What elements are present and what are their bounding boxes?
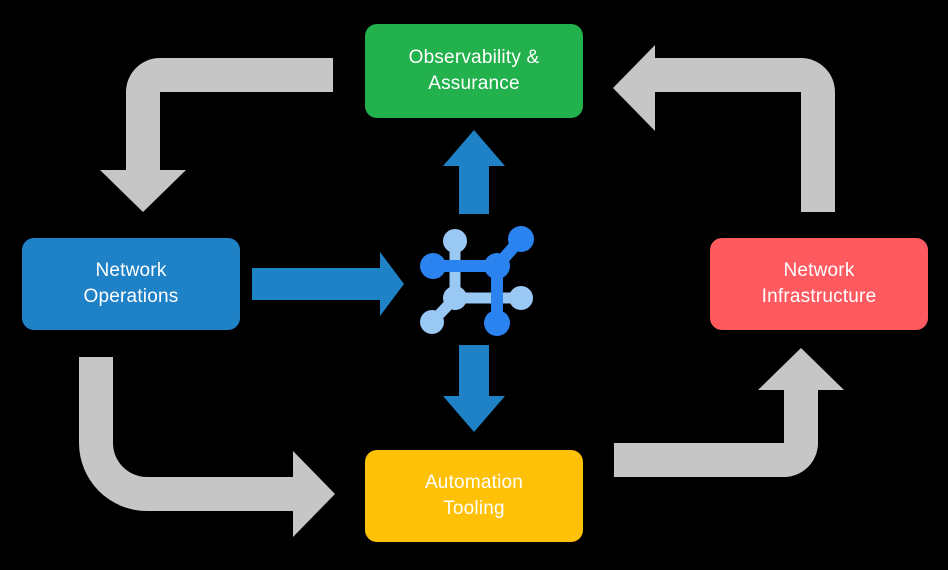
node-label-network-operations: Network Operations: [83, 260, 179, 307]
node-box-network-infrastructure[interactable]: Network Infrastructure: [710, 238, 928, 330]
arrow-infrastructure-to-observability: [613, 45, 835, 212]
arrow-operations-to-automation: [79, 357, 335, 537]
icon-node-dark-left: [420, 253, 446, 279]
arrow-automation-to-infrastructure: [614, 348, 844, 477]
arrow-observability-to-operations: [100, 58, 333, 212]
icon-node-light-right: [509, 286, 533, 310]
icon-node-dark-hub: [484, 253, 510, 279]
arrow-operations-to-center: [252, 252, 404, 316]
icon-node-light-bottom-left: [420, 310, 444, 334]
node-label-network-infrastructure: Network Infrastructure: [761, 260, 877, 307]
node-label-observability: Observability & Assurance: [408, 47, 540, 94]
icon-node-light-center-left: [443, 286, 467, 310]
arrow-center-to-automation: [443, 345, 505, 432]
node-label-automation-tooling: Automation Tooling: [424, 472, 524, 519]
arrow-center-to-observability: [443, 130, 505, 214]
node-box-network-operations[interactable]: Network Operations: [22, 238, 240, 330]
node-box-observability[interactable]: Observability & Assurance: [365, 24, 583, 118]
icon-node-dark-top-right: [508, 226, 534, 252]
icon-node-dark-bottom: [484, 310, 510, 336]
node-box-automation-tooling[interactable]: Automation Tooling: [365, 450, 583, 542]
icon-node-light-top: [443, 229, 467, 253]
